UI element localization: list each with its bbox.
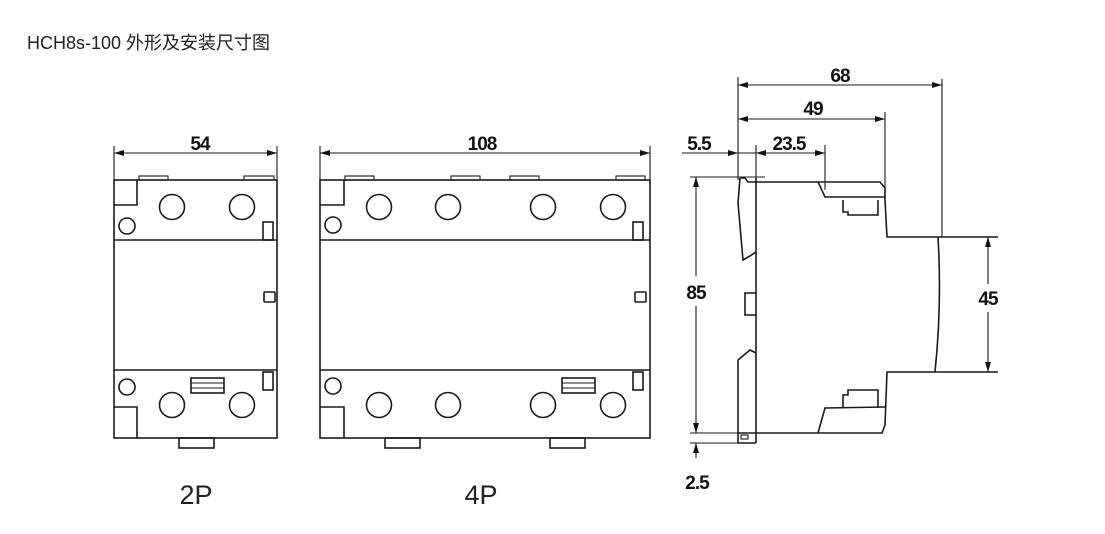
din-clip [178, 437, 215, 449]
terminal-screw [228, 193, 256, 221]
dimension-68: 68 [830, 66, 850, 87]
dimension-54: 54 [190, 134, 211, 155]
dimension-5-5: 5.5 [687, 134, 712, 155]
page-title: HCH8s-100 外形及安装尺寸图 [27, 33, 271, 53]
label-4p: 4P [464, 480, 497, 510]
latch [190, 377, 225, 394]
side-body-outline [737, 177, 998, 434]
front-view-2p: 54 2P [113, 134, 278, 510]
dimension-108: 108 [468, 134, 497, 155]
dimension-2-5: 2.5 [685, 473, 710, 494]
din-clip [384, 437, 421, 449]
dimension-85: 85 [686, 283, 707, 304]
front-view-4p: 108 4P [319, 134, 651, 510]
terminal-screw [228, 391, 256, 419]
dimension-49: 49 [803, 99, 823, 120]
dimension-45: 45 [978, 289, 999, 310]
dimension-23-5: 23.5 [773, 134, 807, 155]
terminal-screw [158, 193, 186, 221]
side-view: 68 49 5.5 23.5 85 2.5 45 [682, 66, 1000, 494]
body-outline [319, 179, 651, 439]
latch [561, 377, 596, 394]
din-clip [549, 437, 586, 449]
terminal-screw [158, 391, 186, 419]
label-2p: 2P [179, 480, 212, 510]
